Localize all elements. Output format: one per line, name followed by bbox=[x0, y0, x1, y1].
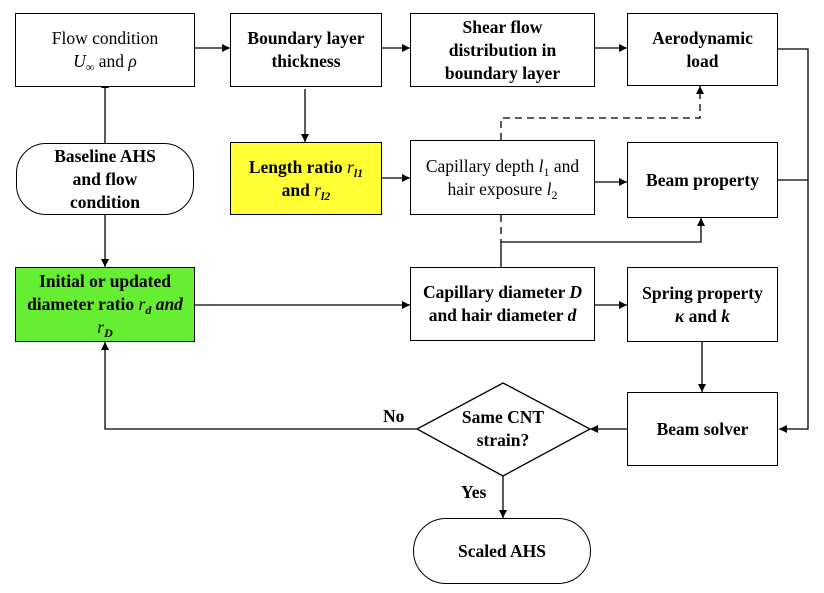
decision-diamond bbox=[415, 382, 592, 477]
initial-ratio-line2: diameter ratio rd and bbox=[27, 294, 183, 317]
initial-ratio-box: Initial or updated diameter ratio rd and… bbox=[15, 267, 195, 342]
capillary-diameter-line1: Capillary diameter D bbox=[422, 282, 583, 302]
arrow-aero-to-solver bbox=[778, 48, 809, 433]
capillary-depth-box: Capillary depth l1 and hair exposure l2 bbox=[410, 140, 595, 215]
length-ratio-line2: and rl2 bbox=[281, 179, 331, 203]
boundary-layer-box: Boundary layer thickness bbox=[230, 13, 382, 87]
spring-property-line1: Spring property bbox=[642, 282, 763, 303]
dashed-depth-to-aero bbox=[500, 86, 704, 140]
boundary-layer-line1: Boundary layer bbox=[247, 28, 365, 48]
initial-ratio-line3: rD bbox=[97, 317, 113, 340]
scaled-ahs-label: Scaled AHS bbox=[457, 540, 546, 561]
baseline-line2: and flow bbox=[72, 168, 138, 189]
decision-line2: strain? bbox=[476, 430, 530, 450]
shear-flow-line1: Shear flow bbox=[462, 16, 543, 37]
decision-text: Same CNT strain? bbox=[428, 406, 578, 452]
capillary-depth-line2: hair exposure l2 bbox=[447, 178, 558, 202]
baseline-line1: Baseline AHS bbox=[54, 145, 156, 166]
no-label: No bbox=[383, 406, 405, 426]
flow-condition-title: Flow condition bbox=[51, 28, 159, 48]
arrow-no-to-initial bbox=[101, 342, 417, 430]
shear-flow-line3: boundary layer bbox=[444, 62, 561, 83]
capillary-diameter-box: Capillary diameter D and hair diameter d bbox=[410, 267, 595, 341]
aero-load-line2: load bbox=[686, 50, 719, 71]
beam-property-box: Beam property bbox=[627, 142, 778, 218]
baseline-line3: condition bbox=[69, 191, 141, 212]
spring-property-box: Spring property κ and k bbox=[627, 267, 778, 342]
capillary-depth-line1: Capillary depth l1 and bbox=[425, 155, 580, 179]
length-ratio-box: Length ratio rl1 and rl2 bbox=[230, 142, 382, 215]
baseline-ahs-terminal: Baseline AHS and flow condition bbox=[16, 143, 194, 215]
beam-property-label: Beam property bbox=[646, 169, 759, 190]
beam-solver-label: Beam solver bbox=[656, 418, 749, 439]
capillary-diameter-line2: and hair diameter d bbox=[428, 305, 577, 325]
flow-condition-vars: U∞ and ρ bbox=[73, 51, 137, 74]
arrow-diameter-to-beam bbox=[501, 218, 705, 243]
flow-condition-box: Flow condition U∞ and ρ bbox=[15, 13, 195, 87]
scaled-ahs-terminal: Scaled AHS bbox=[413, 518, 591, 584]
aero-load-line1: Aerodynamic bbox=[652, 27, 753, 48]
yes-label: Yes bbox=[461, 482, 487, 502]
shear-flow-box: Shear flow distribution in boundary laye… bbox=[410, 13, 595, 87]
shear-flow-line2: distribution in bbox=[448, 39, 557, 60]
aerodynamic-load-box: Aerodynamic load bbox=[627, 13, 778, 86]
boundary-layer-line2: thickness bbox=[271, 51, 341, 71]
beam-solver-box: Beam solver bbox=[627, 392, 778, 466]
decision-line1: Same CNT bbox=[461, 407, 545, 427]
initial-ratio-line1: Initial or updated bbox=[39, 271, 171, 291]
spring-property-line2: κ and k bbox=[675, 305, 730, 326]
length-ratio-line1: Length ratio rl1 bbox=[248, 156, 364, 180]
